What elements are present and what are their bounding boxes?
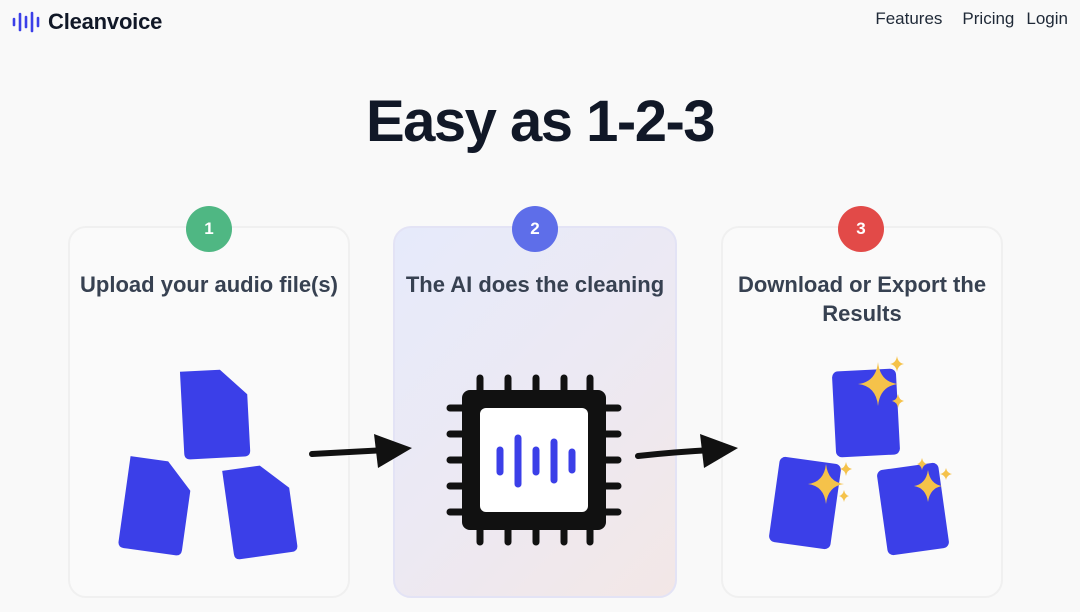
sparkling-files-icon (769, 356, 952, 556)
step-number-badge-2: 2 (512, 206, 558, 252)
page-title: Easy as 1-2-3 (365, 89, 716, 154)
brand-name: Cleanvoice (48, 9, 163, 34)
step-number-badge-3: 3 (838, 206, 884, 252)
nav-pricing-link[interactable]: Pricing (962, 9, 1015, 28)
ai-chip-icon (446, 374, 622, 546)
audio-files-icon (118, 369, 298, 560)
nav-login-link[interactable]: Login (1026, 9, 1068, 28)
soundwave-logo-icon (12, 11, 40, 33)
step-title-upload: Upload your audio file(s) (80, 272, 338, 297)
arrow-right-icon (309, 434, 412, 468)
top-nav: Features Pricing Login (875, 9, 1068, 29)
brand-logo-link[interactable]: Cleanvoice (12, 9, 162, 35)
nav-features-link[interactable]: Features (875, 9, 943, 28)
step-title-ai: The AI does the cleaning (405, 272, 665, 297)
arrow-right-icon (635, 434, 738, 468)
step-title-download: Download or Export the Results (737, 272, 987, 326)
step-number-badge-1: 1 (186, 206, 232, 252)
